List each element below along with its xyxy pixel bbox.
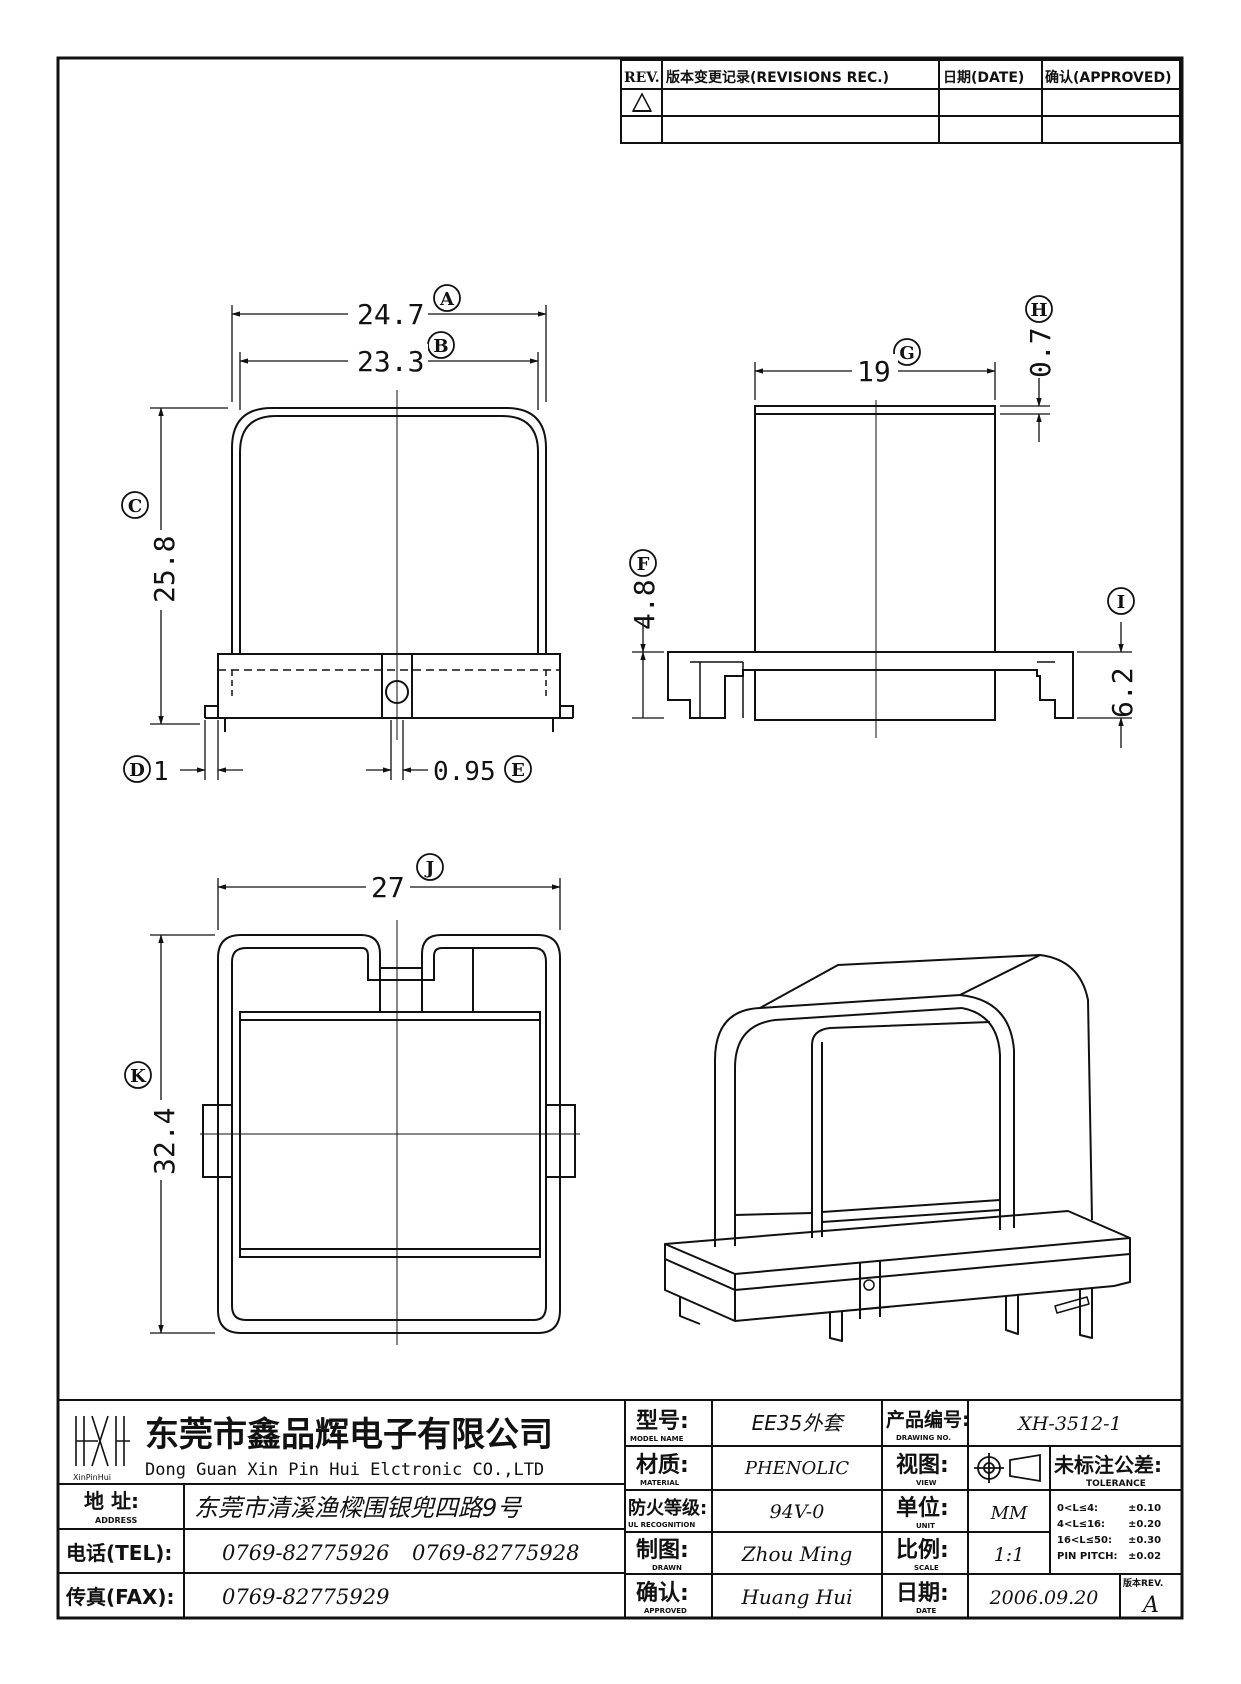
tel-value-2: 0769-82775928 (412, 1541, 579, 1565)
dim-e-value: 0.95 (433, 757, 496, 787)
tolerance-range-1: 0<L≤4: (1057, 1503, 1098, 1514)
model-value: EE35外套 (752, 1411, 846, 1435)
dim-i-value: 6.2 (1106, 667, 1139, 718)
dim-k-value: 32.4 (148, 1108, 181, 1175)
tolerance-label: 未标注公差: (1054, 1453, 1162, 1477)
dim-a-marker: A (439, 289, 455, 310)
drawing-no-label: 产品编号: (886, 1408, 970, 1431)
unit-label: 单位: (896, 1495, 949, 1521)
dim-a-value: 24.7 (357, 298, 424, 331)
rev-header: REV. (624, 70, 660, 86)
drawing-no-value: XH-3512-1 (1016, 1413, 1121, 1435)
logo-text: XinPinHui (73, 1473, 111, 1482)
front-view (204, 407, 574, 732)
address-label: 地 址: (84, 1489, 139, 1513)
dim-f-marker: F (637, 554, 650, 575)
tolerance-range-4: PIN PITCH: (1057, 1551, 1117, 1562)
tolerance-value-2: ±0.20 (1128, 1519, 1161, 1530)
fax-label: 传真(FAX): (65, 1585, 175, 1609)
dim-h-value: 0.7 (1024, 327, 1057, 378)
dim-g-marker: G (899, 343, 914, 364)
dim-b-marker: B (433, 336, 448, 357)
scale-label-en: SCALE (914, 1564, 939, 1572)
dim-f-value: 4.8 (628, 579, 661, 630)
company-name-en: Dong Guan Xin Pin Hui Elctronic CO.,LTD (145, 1460, 544, 1480)
tolerance-value-1: ±0.10 (1128, 1503, 1161, 1514)
address-label-en: ADDRESS (95, 1516, 138, 1525)
view-label-en: VIEW (916, 1479, 937, 1487)
date-label: 日期: (896, 1581, 949, 1606)
isometric-view (664, 954, 1131, 1342)
tolerance-value-4: ±0.02 (1128, 1551, 1161, 1562)
rev-value: A (1141, 1593, 1159, 1618)
drawn-label: 制图: (636, 1538, 689, 1563)
dim-h-marker: H (1030, 300, 1047, 321)
dim-d (123, 720, 243, 783)
ul-label-en: UL RECOGNITION (628, 1521, 695, 1529)
tolerance-value-3: ±0.30 (1128, 1535, 1161, 1546)
drawing-no-label-en: DRAWING NO. (896, 1434, 951, 1442)
model-label: 型号: (636, 1409, 689, 1434)
ul-label: 防火等级: (628, 1497, 707, 1519)
model-label-en: MODEL NAME (630, 1435, 684, 1443)
tel-label: 电话(TEL): (66, 1541, 172, 1565)
approved-label: 确认: (636, 1580, 689, 1606)
material-label-en: MATERIAL (640, 1479, 680, 1487)
unit-value: MM (990, 1503, 1028, 1524)
drawing-frame (56, 56, 1184, 1620)
approved-header: 确认(APPROVED) (1045, 69, 1171, 86)
material-label: 材质: (636, 1453, 689, 1478)
tel-value-1: 0769-82775926 (222, 1541, 389, 1565)
dim-h (1000, 295, 1053, 442)
dim-f (629, 549, 664, 719)
date-header: 日期(DATE) (943, 70, 1024, 86)
company-logo (75, 1415, 130, 1467)
side-view (667, 405, 1074, 721)
fax-value: 0769-82775929 (222, 1585, 389, 1609)
scale-label: 比例: (896, 1538, 949, 1563)
rev-label: 版本REV. (1122, 1577, 1163, 1589)
approved-value: Huang Hui (740, 1585, 852, 1609)
date-label-en: DATE (916, 1607, 936, 1615)
dim-d-value: 1 (153, 757, 169, 787)
dim-k-marker: K (130, 1066, 147, 1087)
approved-label-en: APPROVED (644, 1607, 687, 1615)
dim-g-value: 19 (857, 355, 891, 388)
drawn-value: Zhou Ming (741, 1542, 853, 1566)
dim-e-marker: E (511, 760, 525, 781)
tolerance-range-3: 16<L≤50: (1057, 1535, 1112, 1546)
tolerance-range-2: 4<L≤16: (1057, 1519, 1105, 1530)
title-block (58, 1399, 1182, 1618)
drawn-label-en: DRAWN (652, 1564, 682, 1572)
dim-d-marker: D (129, 760, 145, 781)
address-value: 东莞市清溪渔樑围银兜四路9号 (194, 1494, 523, 1522)
dim-c-marker: C (128, 496, 142, 517)
ul-value: 94V-0 (770, 1501, 825, 1523)
tolerance-label-en: TOLERANCE (1086, 1479, 1146, 1489)
date-value: 2006.09.20 (989, 1587, 1099, 1609)
dim-j-marker: J (424, 858, 435, 879)
revision-table (620, 59, 1181, 144)
dim-i (1077, 587, 1135, 748)
dim-c-value: 25.8 (148, 536, 181, 603)
dim-b-value: 23.3 (357, 345, 424, 378)
revision-triangle-icon (631, 92, 653, 112)
dim-j-value: 27 (371, 871, 405, 904)
material-value: PHENOLIC (744, 1458, 850, 1479)
view-label: 视图: (896, 1452, 949, 1478)
projection-symbol-icon (974, 1453, 1041, 1483)
dim-i-marker: I (1117, 592, 1125, 613)
unit-label-en: UNIT (916, 1522, 935, 1530)
dim-e (366, 720, 532, 783)
scale-value: 1:1 (994, 1544, 1025, 1566)
revisions-rec-header: 版本变更记录(REVISIONS REC.) (666, 69, 889, 86)
company-name-cn: 东莞市鑫品辉电子有限公司 (145, 1415, 553, 1455)
